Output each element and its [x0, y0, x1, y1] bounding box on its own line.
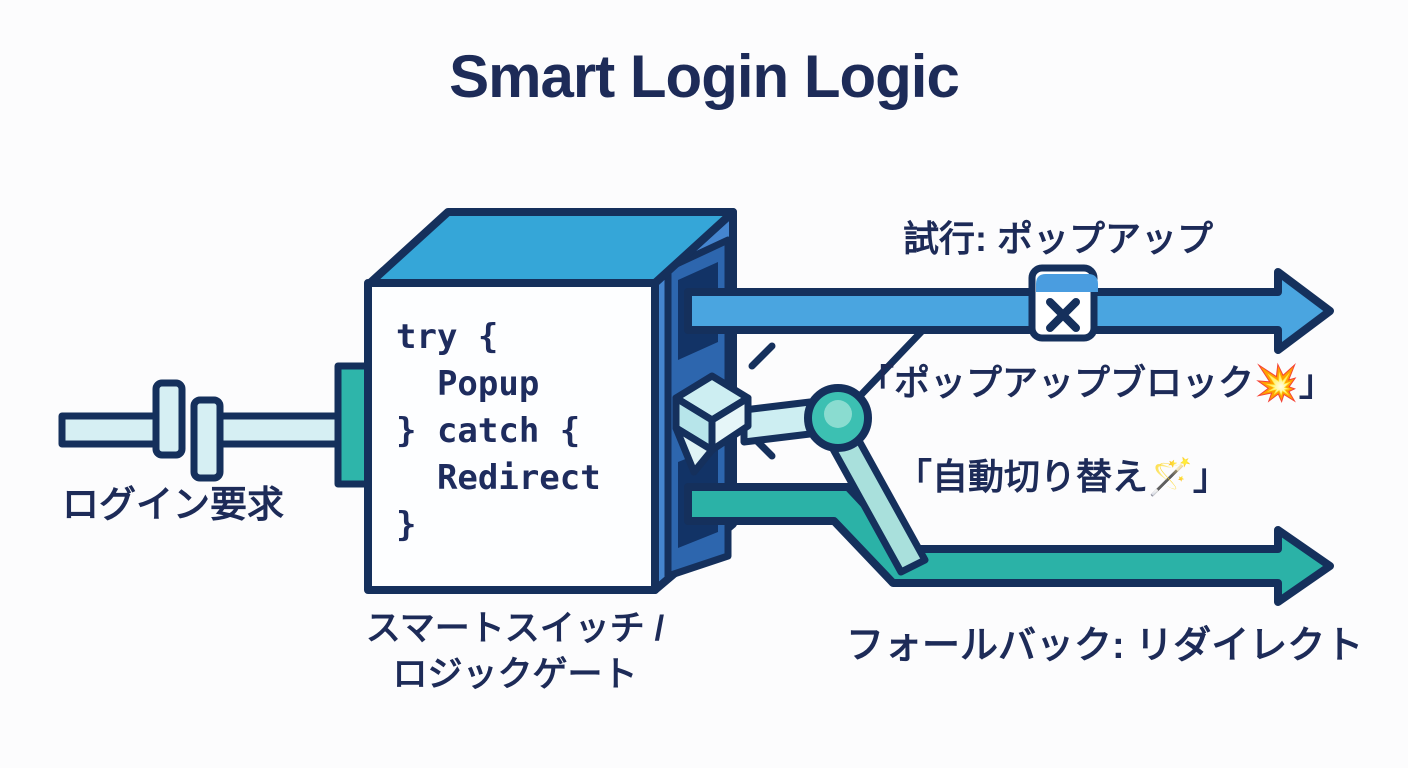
knob-right-face	[708, 394, 752, 454]
gate-label: スマートスイッチ / ロジックゲート	[365, 609, 665, 695]
popup-attempt-label: 試行: ポップアップ	[903, 218, 1213, 259]
auto-switch-note: 「自動切り替え🪄」	[896, 456, 1229, 497]
input-wire-left	[58, 412, 162, 448]
window-titlebar	[1036, 274, 1098, 292]
login-request-symbol	[58, 362, 374, 488]
box-front-face	[364, 279, 659, 594]
window-close-x-icon	[1046, 298, 1080, 332]
knob-wedge	[672, 424, 716, 476]
motion-dash-upper	[748, 342, 776, 370]
capacitor-plate-right	[190, 396, 224, 482]
redirect-fallback-arrow	[684, 483, 1334, 606]
popup-blocked-note: 「ポップアップブロック💥」	[858, 362, 1335, 403]
pivot-ball-highlight	[824, 400, 852, 428]
fallback-redirect-label: フォールバック: リダイレクト	[846, 625, 1364, 667]
switch-arm-bar	[740, 398, 814, 446]
gate-code: try { Popup } catch { Redirect }	[396, 317, 601, 545]
input-wire-right	[216, 412, 346, 448]
capacitor-plate-left	[152, 379, 186, 459]
popup-attempt-arrow	[684, 268, 1334, 354]
page-title: Smart Login Logic	[449, 43, 960, 110]
login-request-label: ログイン要求	[62, 484, 284, 525]
switch-knob-cube	[672, 372, 752, 476]
linkage-line	[854, 326, 927, 402]
switch-mechanism	[672, 326, 929, 576]
popup-blocked-window-icon	[1028, 264, 1098, 342]
